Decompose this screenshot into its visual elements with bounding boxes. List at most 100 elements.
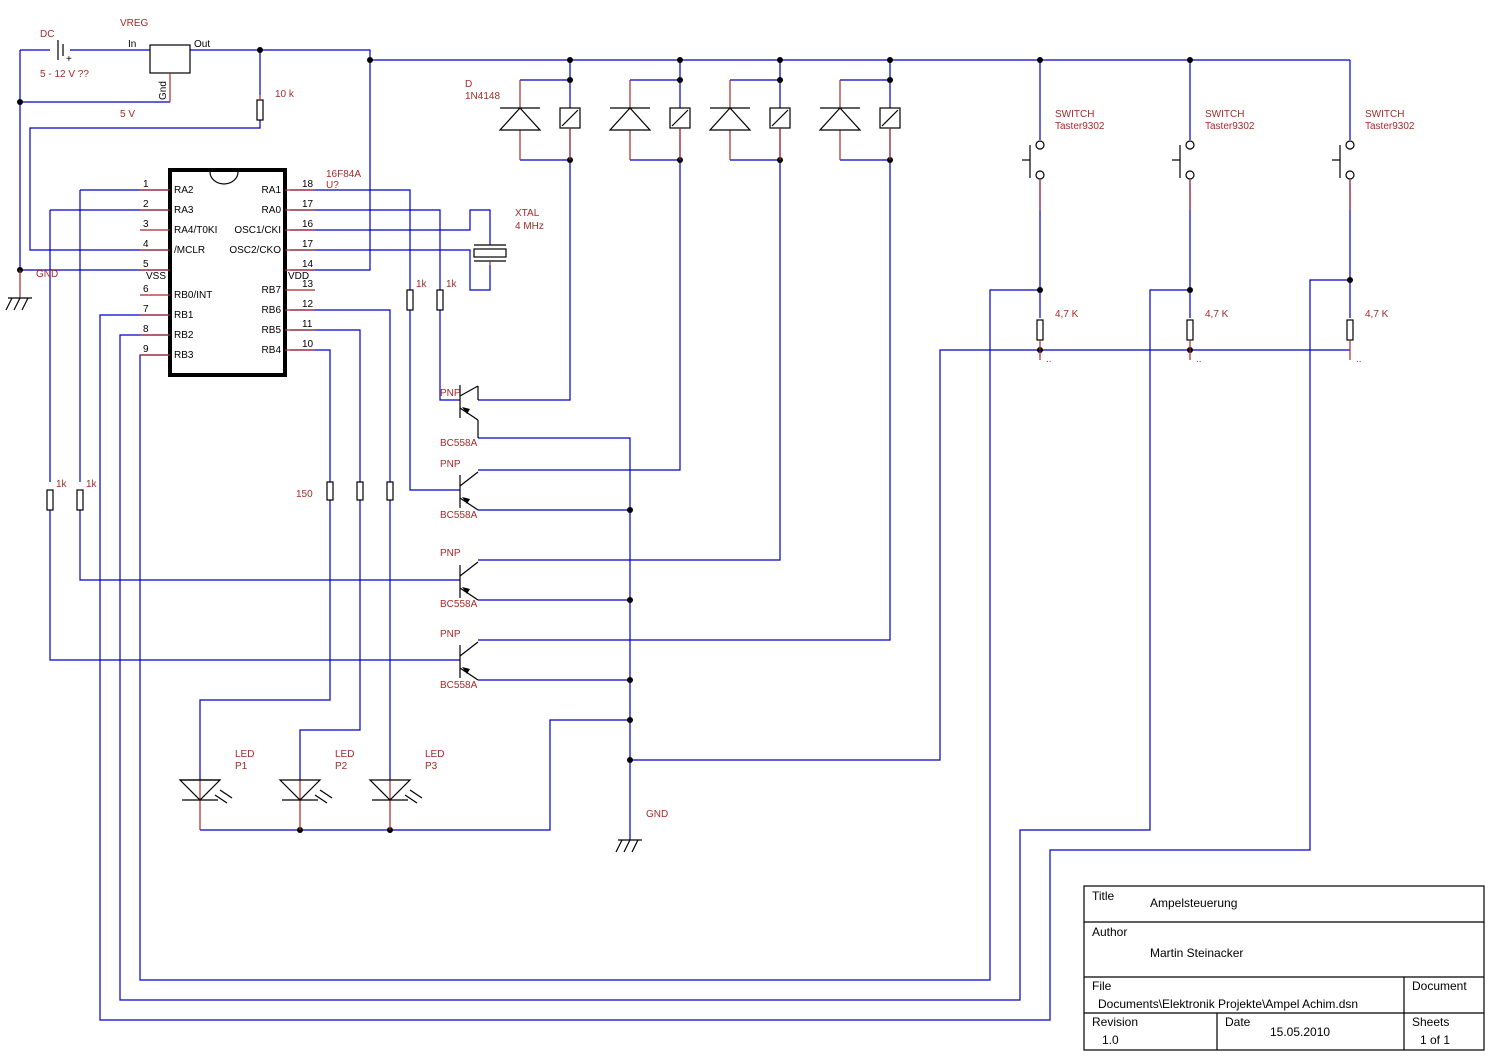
transistor-type: PNP	[440, 459, 461, 470]
mcu-pin-name: RB3	[174, 350, 194, 361]
r-base-value: 1k	[446, 279, 458, 290]
led-ref: LED	[335, 749, 354, 760]
mcu-pin-num: 13	[302, 279, 314, 290]
mcu-pin-num: 4	[143, 239, 149, 250]
switch-ref: SWITCH	[1205, 109, 1244, 120]
mcu-pin-name: RA2	[174, 185, 194, 196]
mcu-pin-name: RA1	[262, 185, 282, 196]
transistor-type: PNP	[440, 548, 461, 559]
pullup-value: 4,7 K	[1205, 309, 1229, 320]
author-value: Martin Steinacker	[1150, 946, 1243, 960]
led-value: P1	[235, 761, 248, 772]
vreg-gnd-pin: Gnd	[158, 81, 169, 100]
mcu-pin-num: 8	[143, 324, 149, 335]
led-p1: LED P1	[178, 749, 254, 830]
mcu-pin-num: 14	[302, 259, 314, 270]
switch-ref: SWITCH	[1365, 109, 1404, 120]
transistor-value: BC558A	[440, 438, 478, 449]
led-value: P3	[425, 761, 438, 772]
diode-relay-group-4	[818, 80, 901, 160]
mcu-ref: 16F84A	[326, 169, 361, 180]
ground-symbol-left: GND	[5, 269, 58, 311]
gnd-left-label: GND	[36, 269, 58, 280]
gnd-bottom-label: GND	[646, 809, 668, 820]
svg-text:+: +	[66, 54, 72, 65]
r-base-value: 1k	[56, 479, 68, 490]
title-value: Ampelsteuerung	[1150, 896, 1237, 910]
led-value: P2	[335, 761, 348, 772]
led-p2: LED P2	[278, 749, 354, 830]
sheets-label: Sheets	[1412, 1015, 1449, 1029]
date-label: Date	[1225, 1015, 1251, 1029]
pullup-suffix: ..	[1046, 354, 1052, 365]
led-ref: LED	[235, 749, 254, 760]
title-block: Title Ampelsteuerung Author Martin Stein…	[1083, 885, 1485, 1051]
led-p3: LED P3	[368, 749, 444, 830]
switch-3: SWITCH Taster9302	[1332, 109, 1415, 210]
pullup-suffix: ..	[1356, 354, 1362, 365]
mcu-pin-num: 16	[302, 219, 314, 230]
mcu-pin-name: RB2	[174, 330, 194, 341]
date-value: 15.05.2010	[1270, 1025, 1330, 1039]
transistor-type: PNP	[440, 629, 461, 640]
mcu-pin-num: 10	[302, 339, 314, 350]
mcu-pin-num: 3	[143, 219, 149, 230]
junction-dots	[17, 47, 1353, 833]
revision-value: 1.0	[1102, 1033, 1119, 1047]
title-label: Title	[1092, 889, 1115, 903]
mcu-pin-name: RA0	[262, 205, 282, 216]
transistor-type: PNP	[440, 388, 461, 399]
dc-source: DC + 5 - 12 V ??	[40, 29, 89, 80]
base-resistors: 1k 1k 1k 1k	[46, 279, 458, 511]
mcu-pin-name: RB0/INT	[174, 290, 212, 301]
mcu-suffix: U?	[326, 180, 339, 191]
mcu-pin-num: 12	[302, 299, 314, 310]
mcu-pin-num: 17	[302, 239, 314, 250]
switch-2: SWITCH Taster9302	[1172, 109, 1255, 210]
r-mclr-value: 10 k	[275, 89, 295, 100]
mcu-pin-name: RB4	[262, 345, 282, 356]
vreg-out-voltage: 5 V	[120, 109, 135, 120]
ground-symbol-bottom: GND	[615, 809, 668, 853]
vreg-ref: VREG	[120, 18, 149, 29]
mcu-pin-name: RA3	[174, 205, 194, 216]
mcu-pin-num: 11	[302, 319, 313, 330]
microcontroller-16f84a: 16F84A U? 1 RA2 2 RA3 3 RA4/T0KI 4 /MCLR…	[140, 168, 361, 377]
file-label: File	[1092, 979, 1112, 993]
transistor-value: BC558A	[440, 599, 478, 610]
switch-value: Taster9302	[1205, 121, 1255, 132]
sheets-value: 1 of 1	[1420, 1033, 1450, 1047]
mcu-pin-num: 2	[143, 199, 149, 210]
wires	[19, 49, 1351, 1021]
diode-value: 1N4148	[465, 91, 500, 102]
mcu-pin-name: RB7	[262, 285, 282, 296]
mcu-pin-name: RB5	[262, 325, 282, 336]
revision-label: Revision	[1092, 1015, 1138, 1029]
pnp-transistor-4: PNP BC558A	[440, 629, 479, 691]
dc-ref: DC	[40, 29, 54, 40]
xtal-value: 4 MHz	[515, 221, 544, 232]
dc-value: 5 - 12 V ??	[40, 69, 89, 80]
mcu-pin-num: 1	[143, 179, 149, 190]
led-ref: LED	[425, 749, 444, 760]
r-base-value: 1k	[416, 279, 428, 290]
pnp-transistor-3: PNP BC558A	[440, 548, 479, 610]
r-base-value: 1k	[86, 479, 98, 490]
mcu-pin-name: VSS	[146, 271, 166, 282]
mcu-pin-num: 9	[143, 344, 149, 355]
r-led-value: 150	[296, 489, 313, 500]
xtal-ref: XTAL	[515, 208, 540, 219]
pullup-suffix: ..	[1196, 354, 1202, 365]
mcu-pin-num: 6	[143, 284, 149, 295]
crystal: XTAL 4 MHz	[473, 208, 544, 265]
resistor-10k: 10 k	[256, 89, 295, 121]
mcu-pin-name: RB1	[174, 310, 194, 321]
author-label: Author	[1092, 925, 1127, 939]
pnp-transistor-2: PNP BC558A	[440, 459, 479, 521]
pullup-resistors: 4,7 K .. 4,7 K .. 4,7 K ..	[1036, 309, 1389, 365]
transistor-value: BC558A	[440, 510, 478, 521]
mcu-pin-num: 7	[143, 304, 149, 315]
diode-relay-group-1: D 1N4148	[465, 79, 581, 160]
mcu-pin-name: OSC1/CKI	[234, 225, 281, 236]
